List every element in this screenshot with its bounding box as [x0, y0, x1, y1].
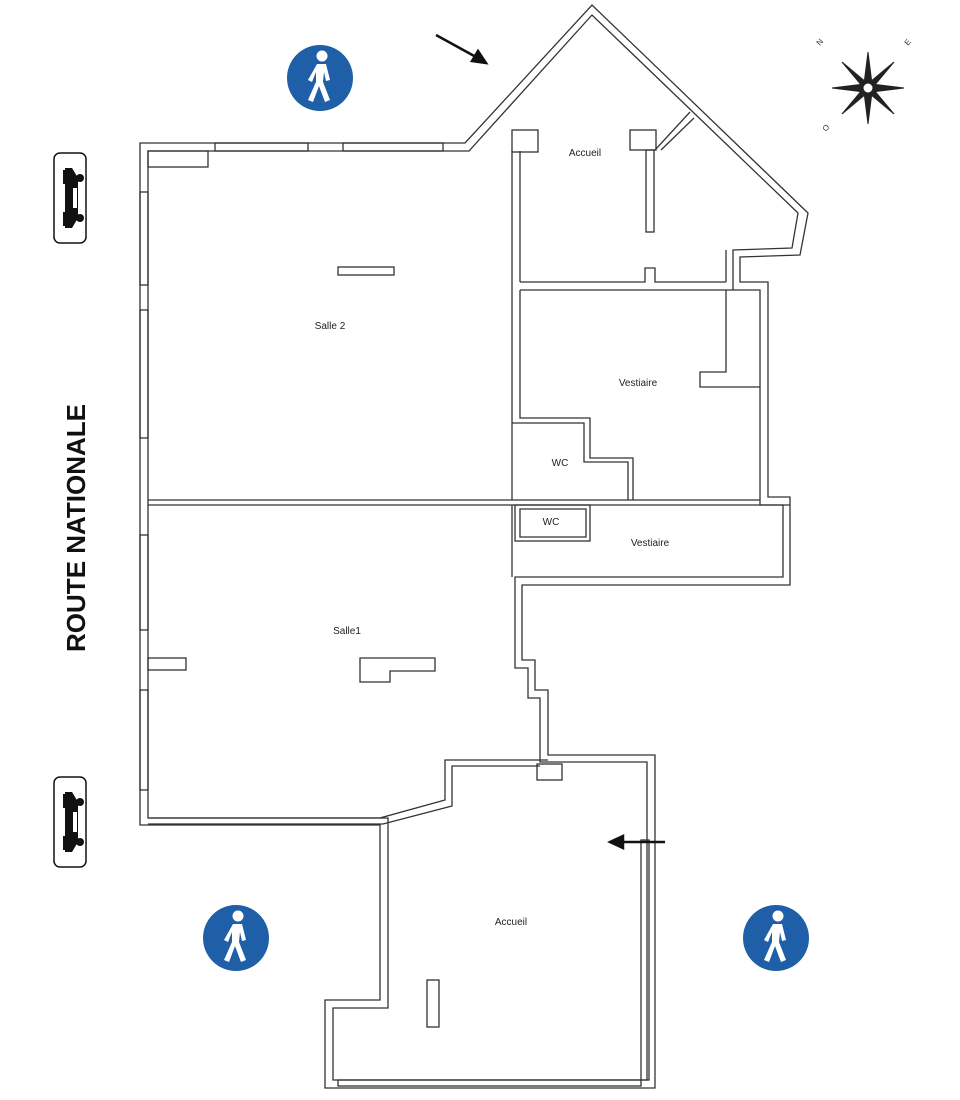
compass-west: O [821, 123, 832, 134]
room-label-vestiaire-top: Vestiaire [619, 378, 658, 389]
car-icon [53, 776, 87, 868]
room-label-salle1: Salle1 [333, 626, 361, 637]
car-icon [53, 152, 87, 244]
pedestrian-icon [203, 905, 269, 971]
room-label-accueil-top: Accueil [569, 148, 601, 159]
room-label-accueil-bottom: Accueil [495, 917, 527, 928]
room-label-vestiaire-mid: Vestiaire [631, 538, 670, 549]
room-label-salle-2: Salle 2 [315, 321, 346, 332]
room-label-wc-2: WC [543, 517, 560, 528]
compass-rose-icon [831, 51, 905, 125]
arrow-icon [435, 33, 489, 65]
pedestrian-icon [743, 905, 809, 971]
walls [139, 4, 809, 1089]
room-label-wc-1: WC [552, 458, 569, 469]
route-nationale-label: ROUTE NATIONALE [61, 404, 91, 652]
pedestrian-icon [287, 45, 353, 111]
arrow-icon [607, 834, 665, 850]
room-labels: Accueil Salle 2 Vestiaire WC WC Vestiair… [315, 148, 670, 928]
compass-north: N [815, 37, 826, 47]
compass-east: E [903, 37, 913, 47]
